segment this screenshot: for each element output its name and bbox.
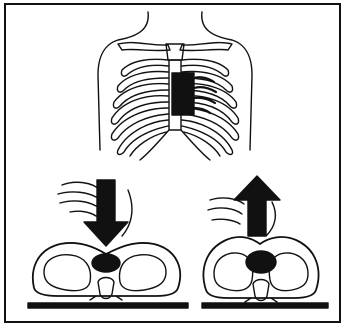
compression-panel	[28, 180, 188, 308]
ground-surface	[28, 303, 188, 308]
left-clavicle	[118, 43, 170, 51]
lung-right	[120, 255, 166, 291]
hand-placement-area	[172, 73, 194, 115]
heart-icon	[92, 254, 120, 272]
right-clavicle	[180, 43, 232, 51]
heart-icon	[246, 251, 276, 273]
torso-figure	[98, 12, 252, 160]
ground-surface	[202, 303, 328, 308]
lung-left	[44, 255, 90, 291]
recoil-panel	[202, 176, 328, 308]
